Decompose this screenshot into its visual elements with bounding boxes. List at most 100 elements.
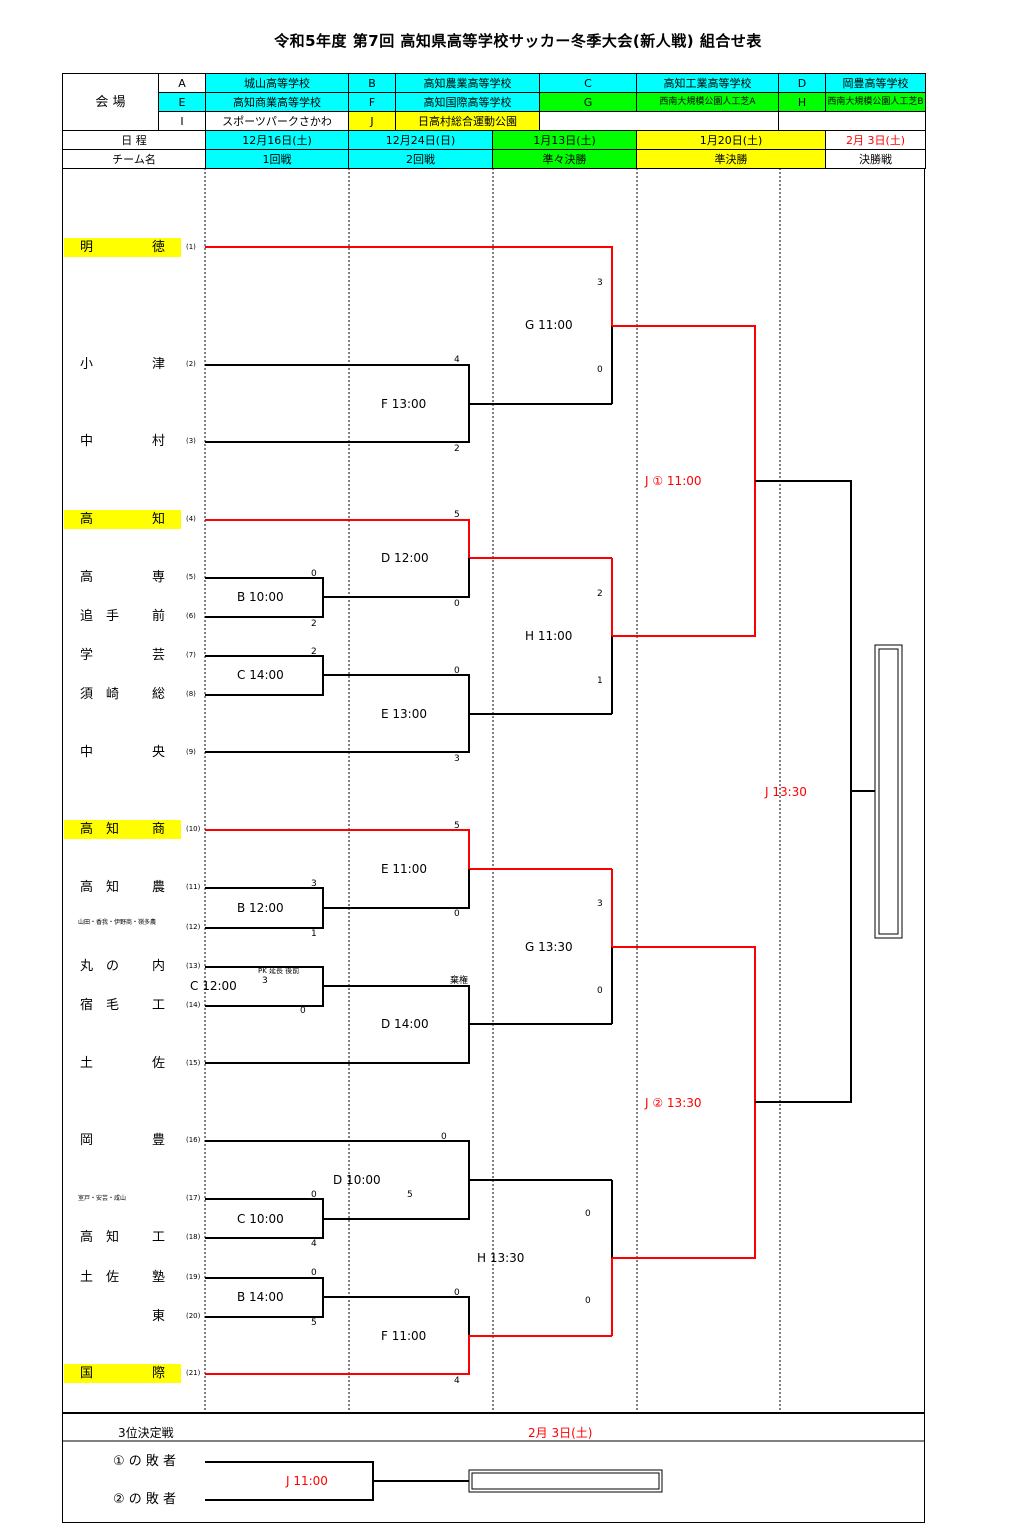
page-title: 令和5年度 第7回 高知県高等学校サッカー冬季大会(新人戦) 組合せ表 <box>274 32 762 50</box>
date-cell: 1月20日(土) <box>636 130 826 150</box>
seed-number: (9) <box>186 748 196 756</box>
third-place-frame <box>62 1413 925 1523</box>
score: 3 <box>597 278 603 288</box>
team-row: 山田・香我・伊野商・嶺多農 <box>78 919 157 926</box>
match-label: D 14:00 <box>381 1017 429 1031</box>
match-label: D 10:00 <box>333 1173 381 1187</box>
score: 0 <box>454 666 460 676</box>
seed-number: (8) <box>186 690 196 698</box>
seed-number: (6) <box>186 612 196 620</box>
date-cell: 1月13日(土) <box>492 130 637 150</box>
venue-code: D <box>778 73 826 93</box>
score: 1 <box>311 929 317 939</box>
match-label: J ② 13:30 <box>645 1096 702 1110</box>
date-cell: 12月16日(土) <box>205 130 349 150</box>
score: 0 <box>585 1296 591 1306</box>
match-label: D 12:00 <box>381 551 429 565</box>
match-label: G 13:30 <box>525 940 573 954</box>
score: 2 <box>454 444 460 454</box>
seed-number: (13) <box>186 962 201 970</box>
match-label: B 12:00 <box>237 901 284 915</box>
seed-number: (14) <box>186 1001 201 1009</box>
seed-number: (12) <box>186 923 201 931</box>
venue-code: C <box>539 73 637 93</box>
score: 0 <box>454 1288 460 1298</box>
venue-name: 高知工業高等学校 <box>636 73 779 93</box>
score: 3 <box>262 976 268 986</box>
loser-1: ① の 敗 者 <box>113 1454 177 1469</box>
team-row: 高 知農 <box>80 880 165 895</box>
venue-name: 岡豊高等学校 <box>825 73 926 93</box>
seed-number: (2) <box>186 360 196 368</box>
match-label: G 11:00 <box>525 318 573 332</box>
venue-label: 会 場 <box>62 73 159 131</box>
team-row: 小津 <box>80 357 165 372</box>
venue-code: G <box>539 92 637 112</box>
score: 0 <box>597 986 603 996</box>
score: 0 <box>311 1268 317 1278</box>
score-header: PK 延長 後前 <box>258 967 300 975</box>
round-cell: 1回戦 <box>205 149 349 169</box>
seed-number: (19) <box>186 1273 201 1281</box>
team-row: 中央 <box>80 745 165 760</box>
score: 3 <box>597 899 603 909</box>
score: 0 <box>311 569 317 579</box>
score: 5 <box>454 821 460 831</box>
team-row: 高 知商 <box>64 820 181 839</box>
team-row: 丸 の内 <box>80 959 165 974</box>
score: 5 <box>311 1318 317 1328</box>
score: 0 <box>585 1209 591 1219</box>
score: 5 <box>454 510 460 520</box>
score: 2 <box>311 619 317 629</box>
seed-number: (11) <box>186 883 201 891</box>
match-label: H 13:30 <box>477 1251 525 1265</box>
score: 4 <box>311 1239 317 1249</box>
match-label: J 13:30 <box>765 785 807 799</box>
match-label: F 11:00 <box>381 1329 427 1343</box>
score: 2 <box>311 647 317 657</box>
team-row: 高専 <box>80 570 165 585</box>
seed-number: (7) <box>186 651 196 659</box>
match-label: F 13:00 <box>381 397 427 411</box>
seed-number: (1) <box>186 243 196 251</box>
seed-number: (3) <box>186 437 196 445</box>
match-label: B 10:00 <box>237 590 284 604</box>
score: 0 <box>454 909 460 919</box>
venue-name: 高知商業高等学校 <box>205 92 349 112</box>
venue-code: H <box>778 92 826 112</box>
score: 0 <box>300 1006 306 1016</box>
seed-number: (4) <box>186 515 196 523</box>
round-cell: 2回戦 <box>348 149 493 169</box>
score: 0 <box>454 599 460 609</box>
team-row: 学芸 <box>80 648 165 663</box>
match-label: H 11:00 <box>525 629 573 643</box>
score: 0 <box>597 365 603 375</box>
team-row: 岡豊 <box>80 1133 165 1148</box>
team-row: 中村 <box>80 434 165 449</box>
score: 4 <box>454 355 460 365</box>
match-label: E 13:00 <box>381 707 427 721</box>
seed-number: (10) <box>186 825 201 833</box>
team-row: 高知 <box>64 510 181 529</box>
team-row: 国際 <box>64 1364 181 1383</box>
header-table: 会 場 A 城山高等学校 B 高知農業高等学校 C 高知工業高等学校 D 岡豊高… <box>62 73 926 169</box>
seed-number: (5) <box>186 573 196 581</box>
match-label: C 14:00 <box>237 668 284 682</box>
score: 3 <box>454 754 460 764</box>
third-place-match: J 11:00 <box>286 1474 328 1488</box>
score: 0 <box>311 1190 317 1200</box>
venue-code: E <box>158 92 206 112</box>
match-label: C 10:00 <box>237 1212 284 1226</box>
score: 3 <box>311 879 317 889</box>
match-label: E 11:00 <box>381 862 427 876</box>
team-row: 室戸・安芸・咸山 <box>78 1195 127 1202</box>
score: 4 <box>454 1376 460 1386</box>
team-row: 土佐 <box>80 1056 165 1071</box>
team-row: 土 佐塾 <box>80 1270 165 1285</box>
score: 0 <box>441 1132 447 1142</box>
loser-2: ② の 敗 者 <box>113 1492 177 1507</box>
seed-number: (18) <box>186 1233 201 1241</box>
team-row: 須 崎総 <box>80 687 165 702</box>
walkover: 棄権 <box>450 976 469 986</box>
